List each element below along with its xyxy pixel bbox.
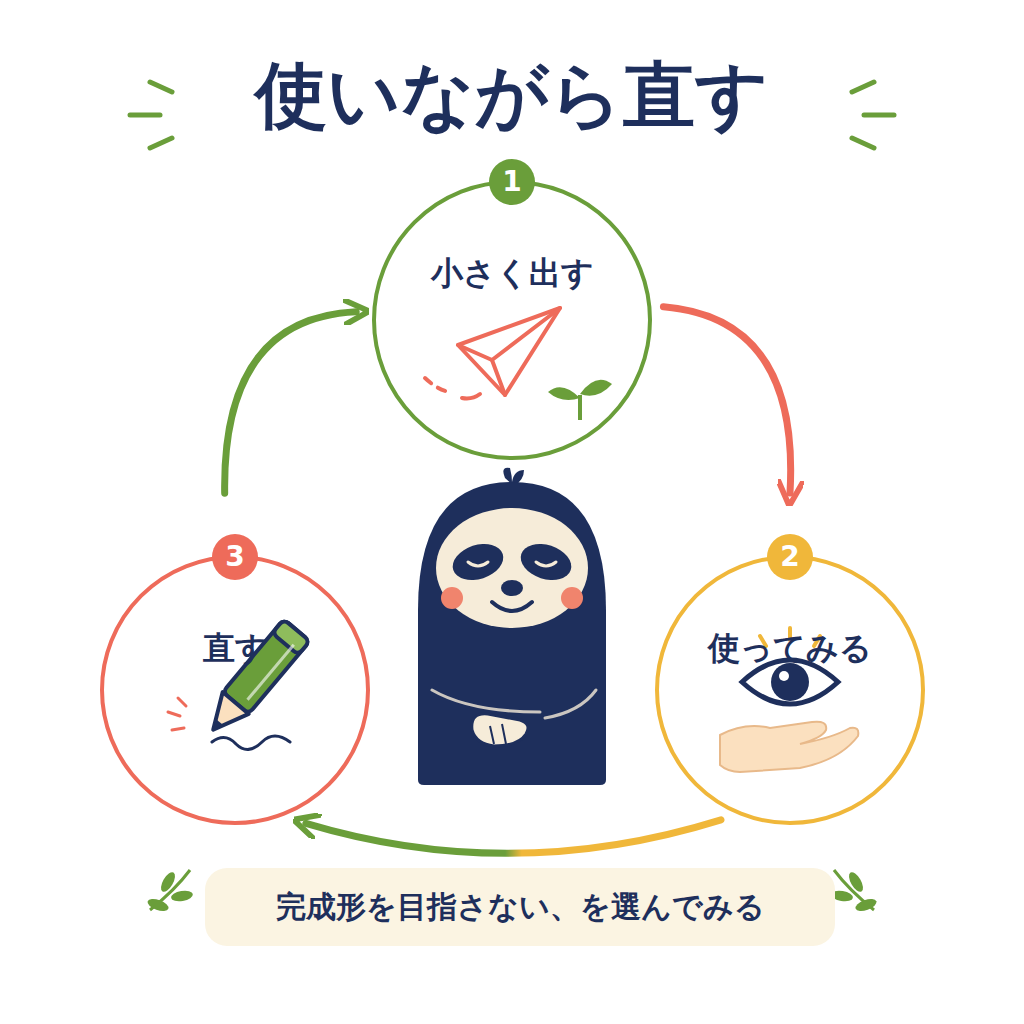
cycle-arrow	[306, 820, 721, 854]
step-label: 小さく出す	[376, 252, 648, 296]
step-circle: 3直す	[100, 555, 370, 825]
title: 使いながら直す	[0, 48, 1024, 144]
hand-icon	[720, 722, 858, 772]
cycle-arrow	[225, 312, 357, 493]
step-circle: 2使ってみる	[655, 555, 925, 825]
step-number: 3	[212, 534, 258, 580]
step-number: 1	[489, 159, 535, 205]
scribble	[212, 736, 290, 750]
sprout-icon	[548, 380, 612, 420]
caption-pill: 完成形を目指さない、を選んでみる	[205, 868, 835, 946]
step-label: 使ってみる	[659, 627, 921, 671]
sloth-illustration	[418, 468, 606, 785]
step-circle: 1小さく出す	[372, 180, 652, 460]
paper-plane-icon	[425, 308, 560, 399]
step-number: 2	[767, 534, 813, 580]
spark-marks	[168, 698, 186, 730]
cycle-arrow	[663, 307, 790, 493]
step-label: 直す	[104, 627, 366, 671]
